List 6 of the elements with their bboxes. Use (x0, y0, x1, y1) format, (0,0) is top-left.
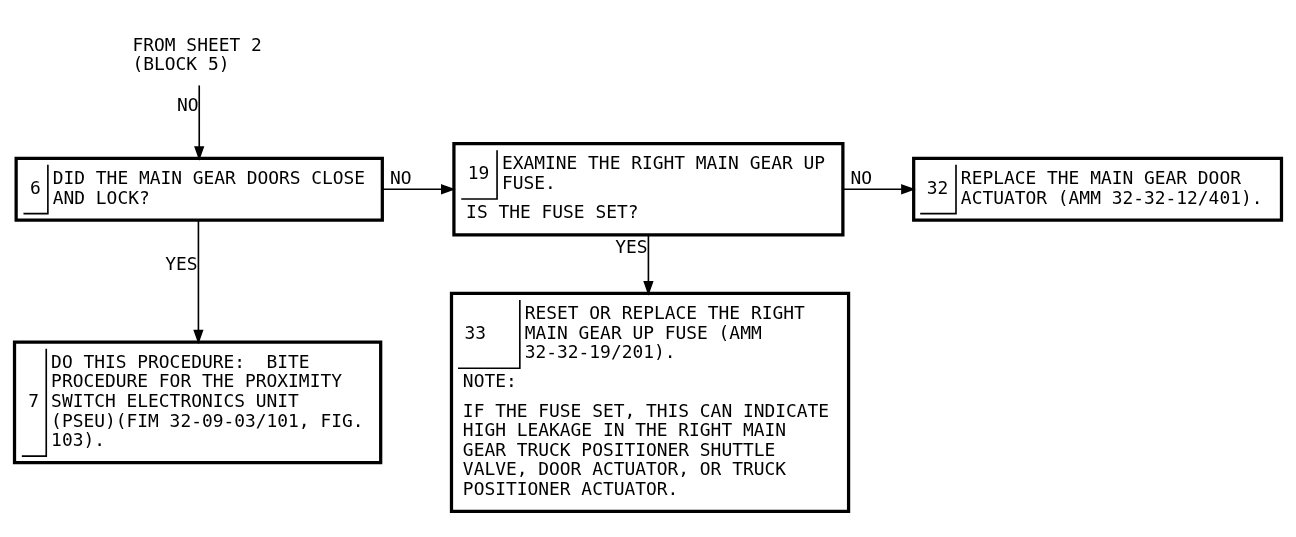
node-text: FROM SHEET 2 (BLOCK 5) (132, 33, 262, 74)
edge-label: YES (615, 235, 648, 257)
edge-label: NO (850, 166, 873, 188)
edge-label: NO (390, 166, 412, 188)
edge-label: NO (177, 93, 199, 115)
edge-label: YES (165, 252, 198, 274)
